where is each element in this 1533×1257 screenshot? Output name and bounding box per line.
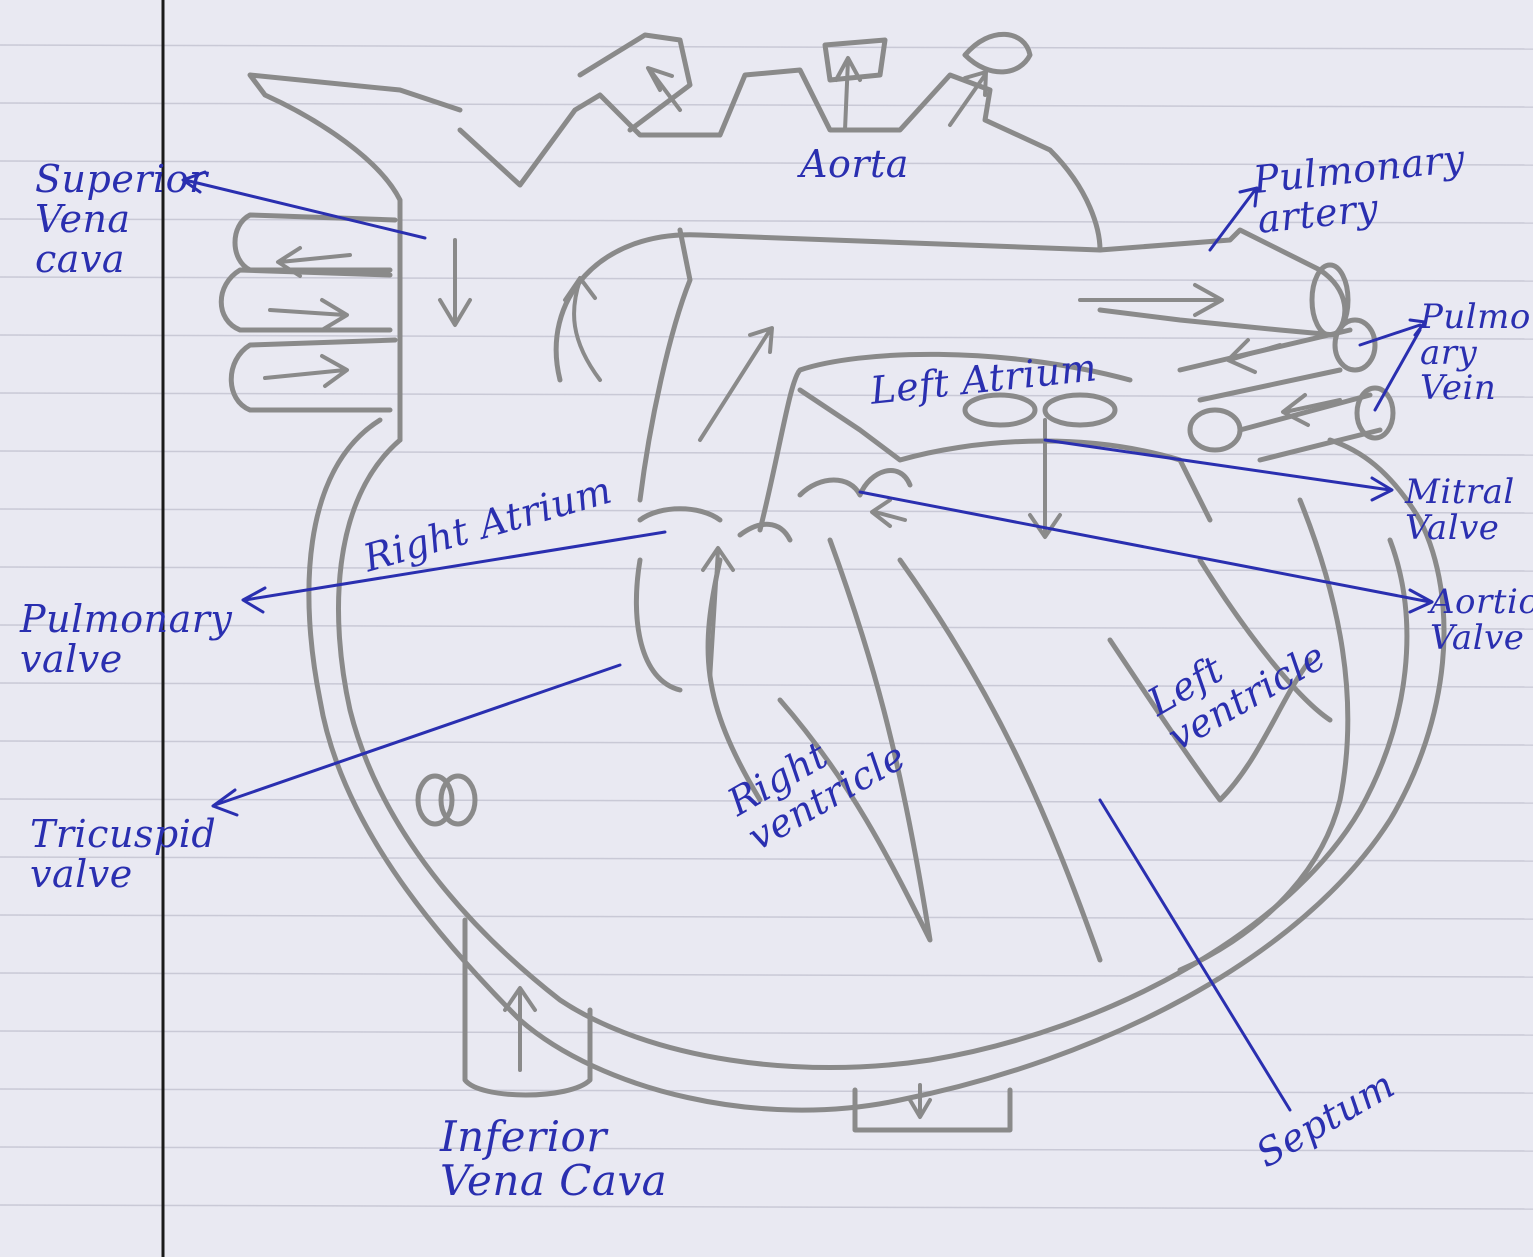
flow-arrow-aorta-up-2 bbox=[836, 58, 860, 130]
right-atrium-wall bbox=[640, 230, 690, 500]
flow-arrow-svc bbox=[440, 240, 470, 325]
left-atrium-valve-b bbox=[1045, 395, 1115, 425]
chordae-4 bbox=[900, 560, 1100, 960]
pulmonary-artery-shape bbox=[1100, 230, 1345, 335]
mitral-valve-ring bbox=[1190, 410, 1240, 450]
flow-arrow-left-3 bbox=[265, 356, 347, 386]
label-inferior-vena-cava: Inferior Vena Cava bbox=[440, 1115, 667, 1203]
leader-septum bbox=[1100, 800, 1290, 1110]
pulmonary-vein-upper-opening bbox=[1335, 320, 1375, 370]
left-vessel-2 bbox=[221, 270, 390, 330]
chordae-1 bbox=[636, 560, 680, 690]
pulmonary-vein-upper bbox=[1180, 330, 1350, 400]
descending-aorta-shape bbox=[855, 1090, 1010, 1130]
flow-arrow-ra-1 bbox=[565, 278, 600, 380]
tricuspid-valve-right bbox=[441, 776, 475, 824]
flow-arrow-lv bbox=[872, 500, 905, 526]
aorta-branch-left bbox=[580, 35, 690, 130]
label-pulmonary-valve: Pulmonary valve bbox=[20, 600, 232, 680]
flow-arrow-desc-aorta bbox=[910, 1085, 930, 1117]
pulmonary-valve-curl bbox=[640, 509, 790, 540]
flow-arrow-ra-2 bbox=[700, 328, 772, 440]
leader-aortic bbox=[860, 492, 1432, 612]
aorta-branch-right bbox=[965, 34, 1030, 72]
label-pulmonary-vein: Pulmon ary Vein bbox=[1420, 300, 1533, 407]
label-tricuspid-valve: Tricuspid valve bbox=[30, 815, 216, 895]
flow-arrow-left-2 bbox=[270, 300, 347, 330]
label-superior-vena-cava: Superior Vena cava bbox=[35, 160, 208, 280]
left-vessel-1 bbox=[235, 215, 395, 270]
leader-pulmonary-artery bbox=[1210, 188, 1257, 250]
label-mitral-valve: Mitral Valve bbox=[1405, 475, 1515, 546]
aorta-arch bbox=[460, 70, 1100, 250]
label-aorta: Aorta bbox=[800, 145, 909, 185]
aortic-valve-curl bbox=[800, 471, 910, 495]
flow-arrow-la bbox=[1030, 420, 1060, 537]
label-aortic-valve: Aortic Valve bbox=[1430, 585, 1533, 656]
